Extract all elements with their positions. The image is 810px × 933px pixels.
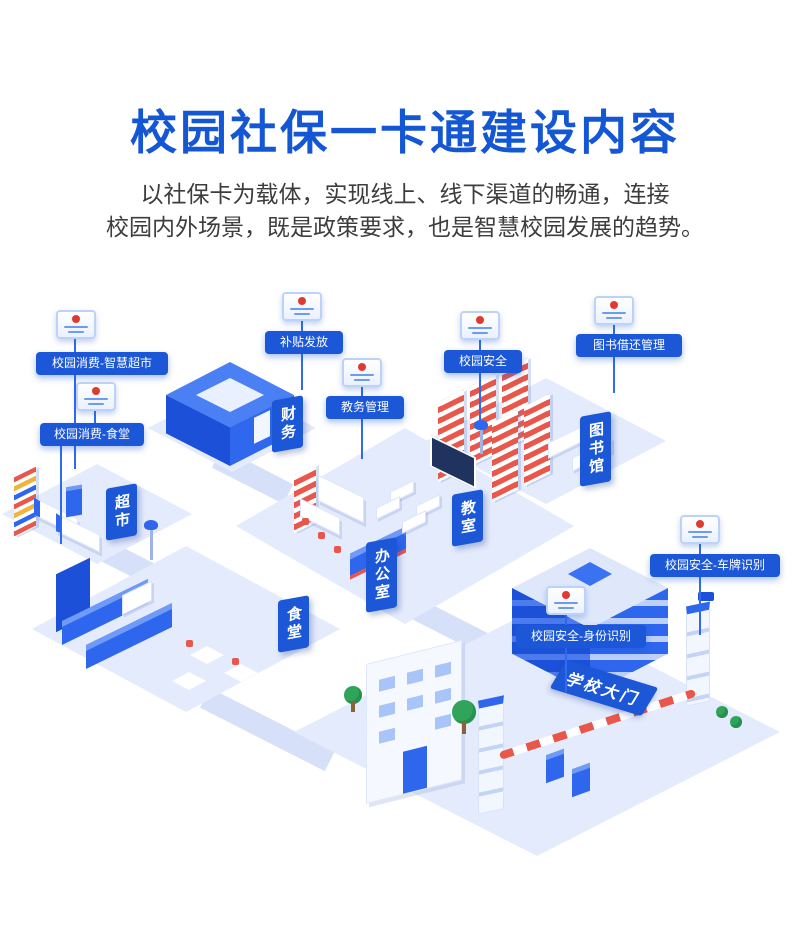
library-bookshelf bbox=[524, 393, 550, 487]
window bbox=[379, 701, 395, 718]
card-emblem bbox=[610, 301, 618, 309]
card-emblem bbox=[92, 387, 100, 395]
area-tag-supermarket: 超市 bbox=[106, 483, 137, 541]
social-security-card-icon bbox=[56, 310, 96, 339]
card-emblem bbox=[562, 591, 570, 599]
connector-line bbox=[699, 577, 701, 635]
connector-line bbox=[60, 446, 62, 544]
social-security-card-icon bbox=[76, 382, 116, 411]
area-tag-canteen: 食堂 bbox=[278, 595, 309, 653]
office-chair bbox=[334, 546, 341, 553]
area-tag-office: 办公室 bbox=[366, 537, 397, 613]
connector-line bbox=[613, 357, 615, 393]
connector-line bbox=[479, 340, 481, 350]
license-plate-camera-icon bbox=[698, 592, 714, 601]
callout-smart-supermarket: 校园消费-智慧超市 bbox=[36, 352, 168, 375]
area-tag-classroom: 教室 bbox=[452, 489, 483, 547]
social-security-card-icon bbox=[546, 586, 586, 615]
social-security-card-icon bbox=[680, 515, 720, 544]
bush-icon bbox=[716, 706, 728, 718]
building-door bbox=[403, 745, 427, 794]
library-bookshelf bbox=[492, 409, 518, 503]
self-service-kiosk bbox=[66, 484, 82, 518]
window bbox=[379, 727, 395, 744]
connector-line bbox=[301, 354, 303, 390]
gate-white-building bbox=[366, 640, 462, 804]
connector-line bbox=[74, 338, 76, 352]
connector-line bbox=[479, 373, 481, 423]
connector-line bbox=[361, 387, 363, 396]
card-emblem bbox=[72, 315, 80, 323]
connector-line bbox=[565, 615, 567, 625]
tree-icon bbox=[452, 700, 476, 724]
connector-line bbox=[613, 325, 615, 334]
card-emblem bbox=[358, 363, 366, 371]
supermarket-shelf bbox=[14, 466, 36, 538]
area-tag-finance: 财务 bbox=[272, 395, 303, 453]
connector-line bbox=[361, 419, 363, 459]
connector-line bbox=[565, 648, 567, 692]
callout-subsidy: 补贴发放 bbox=[265, 331, 343, 354]
window bbox=[435, 661, 451, 678]
office-chair bbox=[302, 518, 309, 525]
social-security-card-icon bbox=[342, 358, 382, 387]
window bbox=[435, 713, 451, 730]
callout-book-management: 图书借还管理 bbox=[576, 334, 682, 357]
page-subtitle: 以社保卡为载体，实现线上、线下渠道的畅通，连接 校园内外场景，既是政策要求，也是… bbox=[0, 178, 810, 244]
connector-line bbox=[74, 375, 76, 469]
social-security-card-icon bbox=[594, 296, 634, 325]
window bbox=[407, 668, 423, 685]
dining-table bbox=[224, 664, 258, 682]
connector-line bbox=[699, 544, 701, 554]
finance-warehouse bbox=[166, 362, 294, 466]
callout-identity: 校园安全-身份识别 bbox=[516, 625, 646, 648]
area-tag-library: 图书馆 bbox=[580, 411, 611, 487]
connector-line bbox=[301, 321, 303, 331]
callout-campus-safety: 校园安全 bbox=[444, 350, 522, 373]
card-emblem bbox=[696, 520, 704, 528]
security-camera-icon bbox=[474, 420, 488, 430]
tree-icon bbox=[344, 686, 362, 704]
callout-license-plate: 校园安全-车牌识别 bbox=[650, 554, 780, 577]
dining-table bbox=[190, 646, 224, 664]
callout-canteen-consumption: 校园消费-食堂 bbox=[40, 423, 144, 446]
security-camera-pole bbox=[480, 428, 483, 454]
window bbox=[407, 694, 423, 711]
dining-chair bbox=[186, 640, 193, 647]
dining-table bbox=[172, 672, 206, 690]
bush-icon bbox=[730, 716, 742, 728]
callout-edu-admin: 教务管理 bbox=[326, 396, 404, 419]
office-chair bbox=[318, 532, 325, 539]
security-camera-pole bbox=[150, 530, 153, 560]
subtitle-line-1: 以社保卡为载体，实现线上、线下渠道的畅通，连接 bbox=[140, 181, 670, 207]
window bbox=[435, 687, 451, 704]
social-security-card-icon bbox=[282, 292, 322, 321]
social-security-card-icon bbox=[460, 311, 500, 340]
card-emblem bbox=[298, 297, 306, 305]
security-camera-icon bbox=[144, 520, 158, 530]
subtitle-line-2: 校园内外场景，既是政策要求，也是智慧校园发展的趋势。 bbox=[106, 214, 704, 240]
page-title: 校园社保一卡通建设内容 bbox=[130, 106, 680, 159]
card-emblem bbox=[476, 316, 484, 324]
connector-line bbox=[94, 410, 96, 423]
dining-chair bbox=[232, 658, 239, 665]
window bbox=[379, 675, 395, 692]
